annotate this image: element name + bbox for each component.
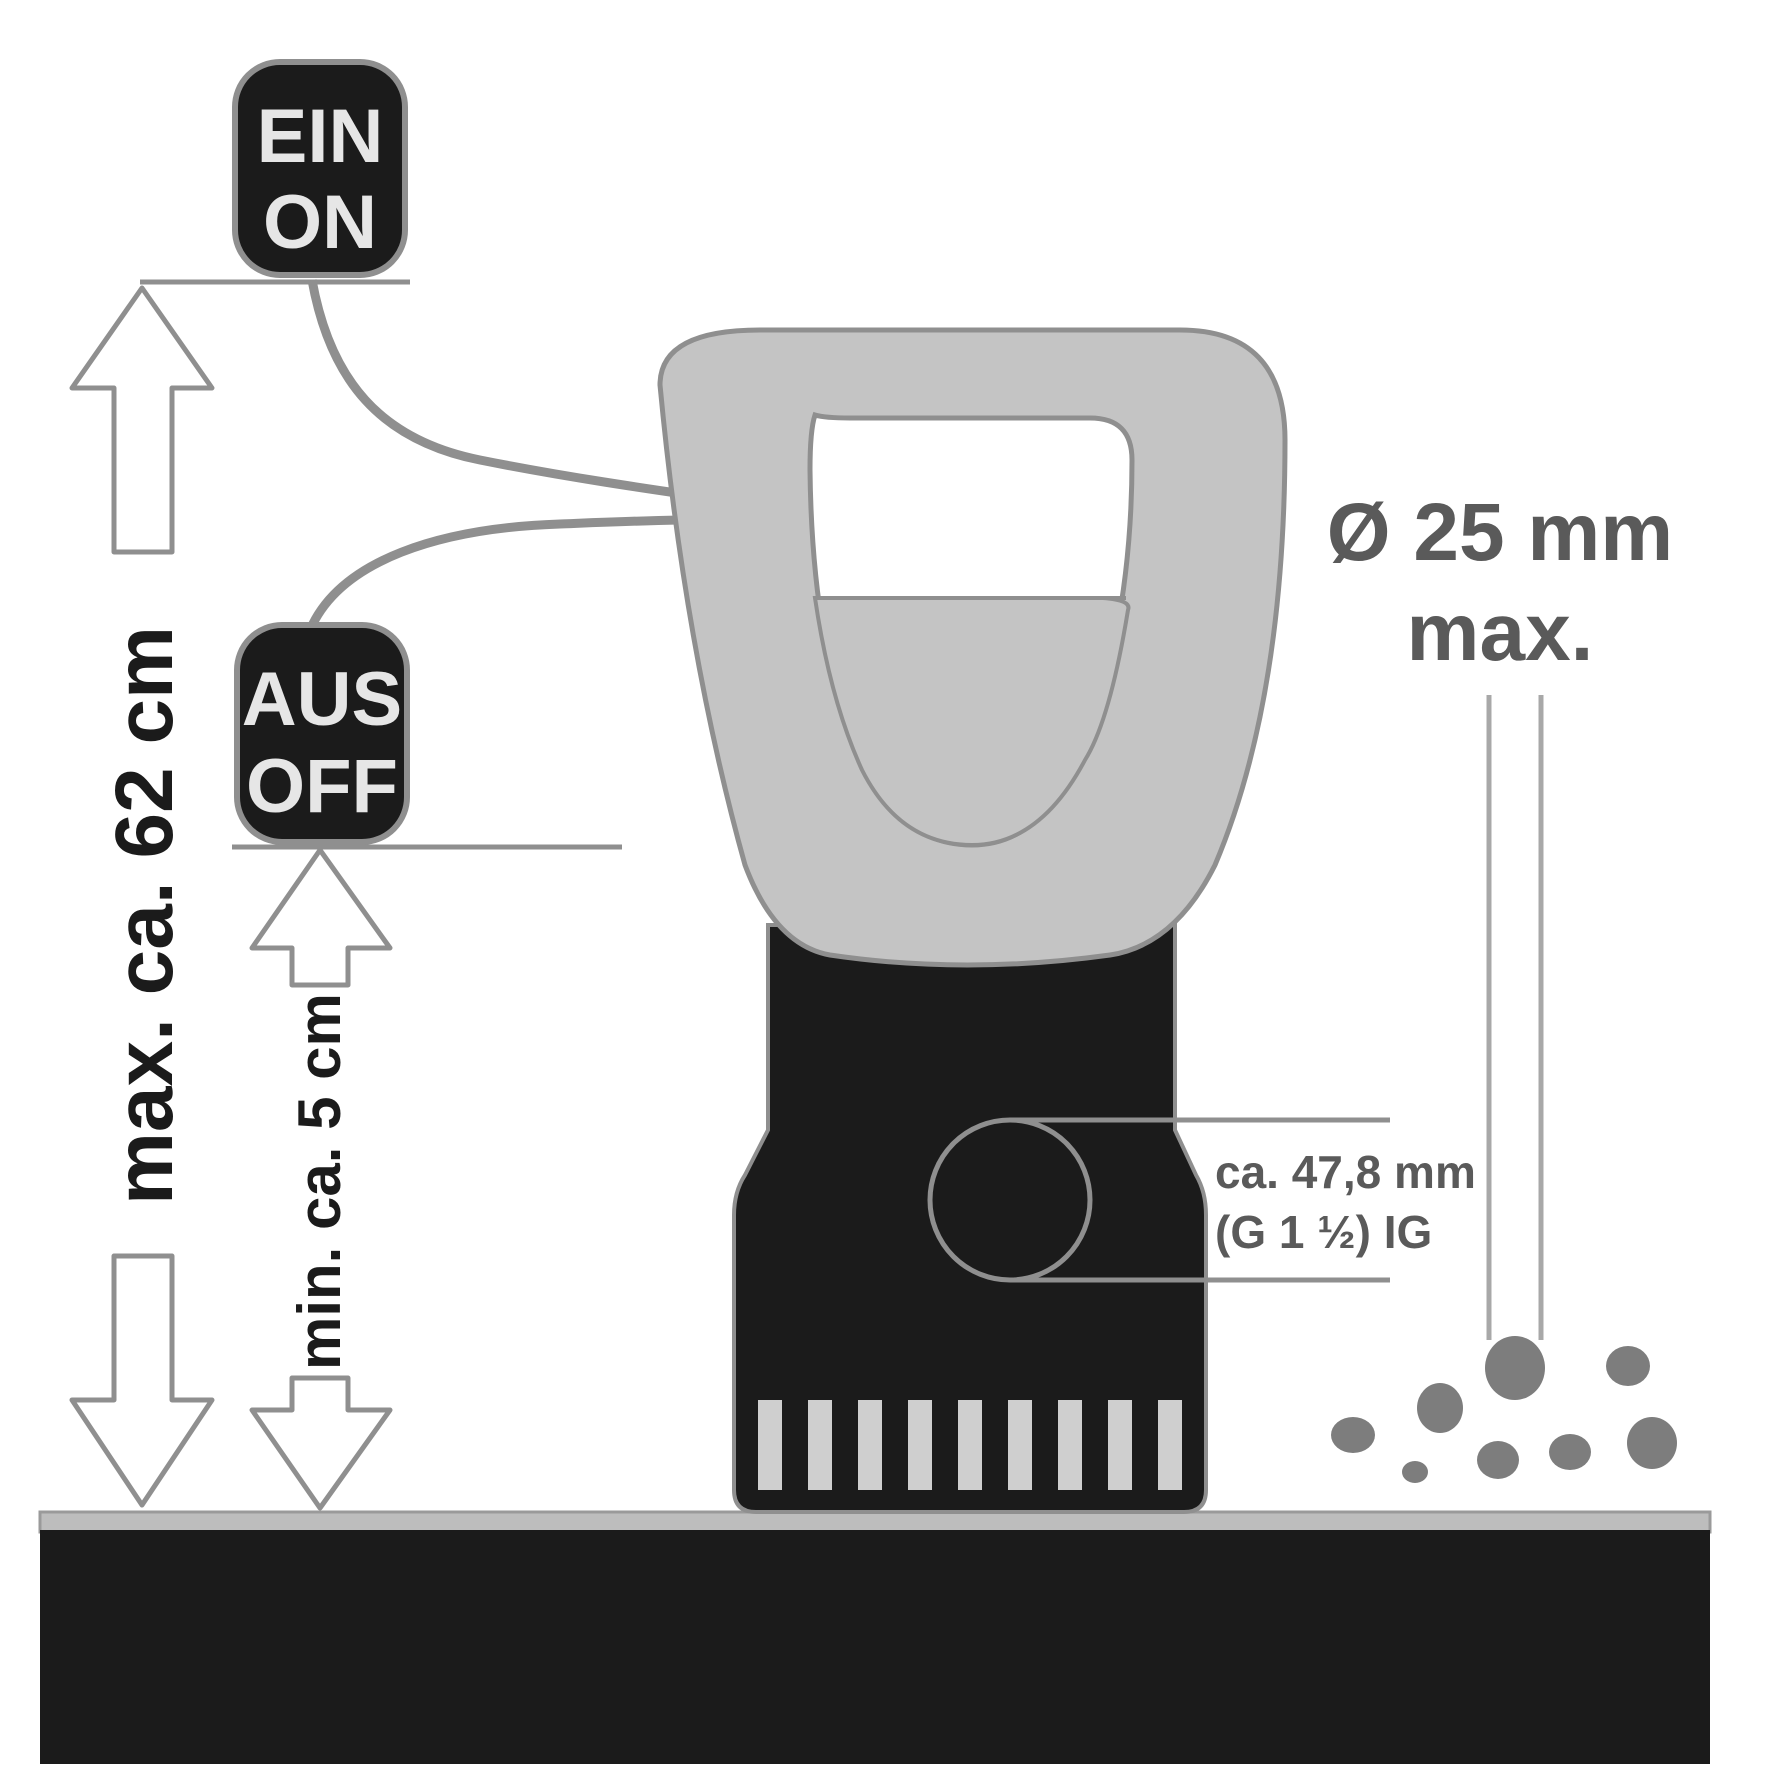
stone-icon xyxy=(1485,1336,1545,1400)
pump-body xyxy=(732,923,1390,1514)
pump-handle xyxy=(657,327,1288,968)
outlet-line2: (G 1 ½) IG xyxy=(1215,1206,1432,1258)
switch-range-label: max. ca. 62 cm xyxy=(99,626,190,1205)
stone-icon xyxy=(1331,1417,1375,1453)
min-level-label: min. ca. 5 cm xyxy=(286,993,353,1370)
up-arrow-icon xyxy=(249,847,393,988)
particle-size-line2: max. xyxy=(1407,587,1594,678)
down-arrow-icon xyxy=(69,1253,215,1508)
float-switch-on-line1: EIN xyxy=(257,94,384,179)
min-level-arrows xyxy=(249,847,393,1511)
max-range-arrows xyxy=(69,285,215,1508)
intake-grille xyxy=(758,1400,1182,1490)
particle-size-line1: Ø 25 mm xyxy=(1327,487,1673,578)
float-switch-off: AUS OFF xyxy=(234,622,410,845)
up-arrow-icon xyxy=(69,285,215,555)
stone-icon xyxy=(1549,1434,1591,1470)
stones xyxy=(1331,1336,1677,1483)
outlet-line1: ca. 47,8 mm xyxy=(1215,1146,1476,1198)
stone-icon xyxy=(1606,1346,1650,1386)
stone-icon xyxy=(1477,1441,1519,1479)
float-switch-on: EIN ON xyxy=(232,59,408,278)
stone-icon xyxy=(1417,1383,1463,1433)
floor xyxy=(38,1510,1712,1764)
stone-icon xyxy=(1402,1461,1428,1483)
float-switch-off-line1: AUS xyxy=(242,657,402,742)
float-switch-on-line2: ON xyxy=(263,180,377,265)
stone-icon xyxy=(1627,1417,1677,1469)
particle-size-lines xyxy=(1486,695,1544,1340)
down-arrow-icon xyxy=(249,1375,393,1511)
float-switch-off-line2: OFF xyxy=(246,744,398,829)
